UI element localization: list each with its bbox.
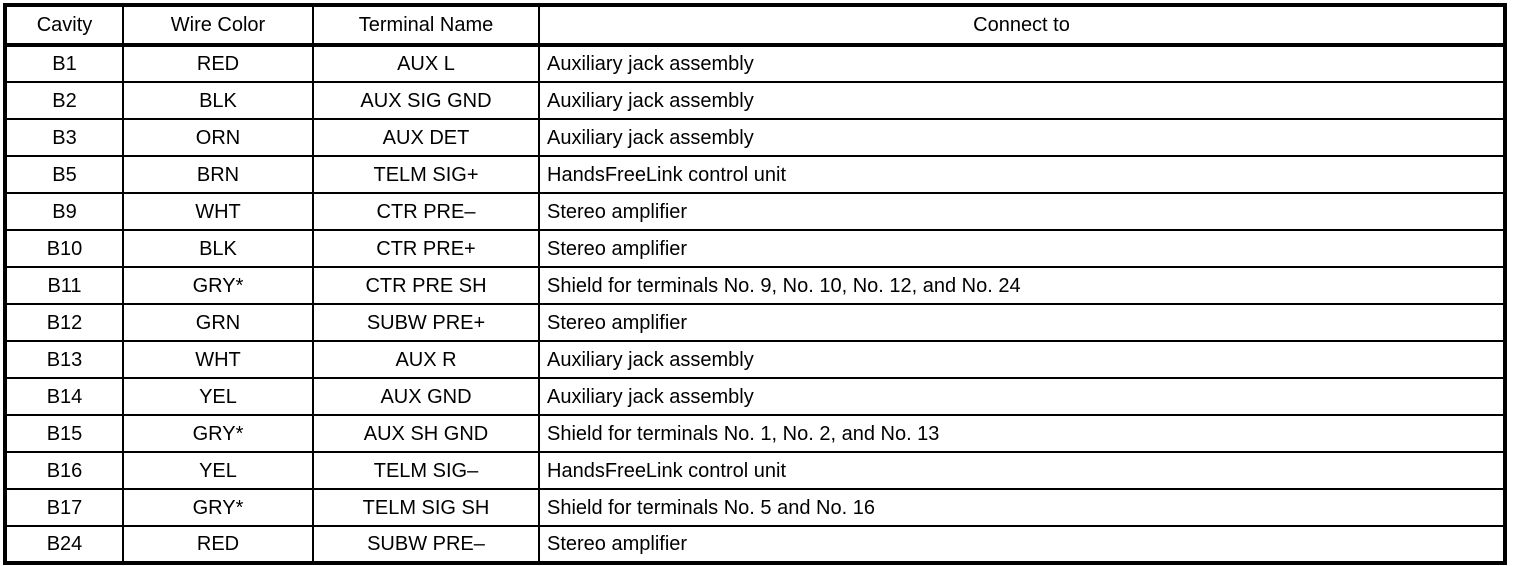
cell-wire-color: BRN (122, 155, 314, 194)
cell-connect-to: Auxiliary jack assembly (538, 377, 1506, 416)
cell-connect-to: Shield for terminals No. 5 and No. 16 (538, 488, 1506, 527)
cell-cavity: B3 (4, 118, 124, 157)
cell-connect-to: Auxiliary jack assembly (538, 44, 1506, 83)
cell-cavity: B15 (4, 414, 124, 453)
table-header: Cavity Wire Color Terminal Name Connect … (4, 4, 1506, 47)
cell-terminal-name: CTR PRE+ (312, 229, 540, 268)
cell-connect-to: HandsFreeLink control unit (538, 451, 1506, 490)
cell-connect-to: Stereo amplifier (538, 303, 1506, 342)
cell-wire-color: GRY* (122, 414, 314, 453)
column-header-terminal-name: Terminal Name (312, 4, 540, 47)
cell-connect-to: Auxiliary jack assembly (538, 81, 1506, 120)
cell-connect-to: Shield for terminals No. 9, No. 10, No. … (538, 266, 1506, 305)
cell-terminal-name: TELM SIG+ (312, 155, 540, 194)
cell-terminal-name: AUX R (312, 340, 540, 379)
cell-cavity: B17 (4, 488, 124, 527)
cell-terminal-name: AUX SIG GND (312, 81, 540, 120)
cell-cavity: B1 (4, 44, 124, 83)
cell-terminal-name: SUBW PRE– (312, 525, 540, 564)
cell-wire-color: ORN (122, 118, 314, 157)
cell-cavity: B12 (4, 303, 124, 342)
cell-wire-color: YEL (122, 377, 314, 416)
cell-terminal-name: TELM SIG– (312, 451, 540, 490)
cell-terminal-name: AUX SH GND (312, 414, 540, 453)
column-header-cavity: Cavity (4, 4, 124, 47)
cell-wire-color: GRY* (122, 266, 314, 305)
cell-terminal-name: AUX GND (312, 377, 540, 416)
cell-cavity: B2 (4, 81, 124, 120)
cell-wire-color: RED (122, 44, 314, 83)
cell-wire-color: WHT (122, 192, 314, 231)
cell-wire-color: GRN (122, 303, 314, 342)
cell-wire-color: YEL (122, 451, 314, 490)
cell-cavity: B9 (4, 192, 124, 231)
cell-terminal-name: AUX DET (312, 118, 540, 157)
cell-connect-to: Auxiliary jack assembly (538, 118, 1506, 157)
cell-connect-to: Auxiliary jack assembly (538, 340, 1506, 379)
cell-terminal-name: SUBW PRE+ (312, 303, 540, 342)
cell-connect-to: Stereo amplifier (538, 525, 1506, 564)
cell-wire-color: RED (122, 525, 314, 564)
cell-terminal-name: TELM SIG SH (312, 488, 540, 527)
cell-connect-to: Stereo amplifier (538, 192, 1506, 231)
cell-connect-to: HandsFreeLink control unit (538, 155, 1506, 194)
cell-cavity: B13 (4, 340, 124, 379)
cell-cavity: B16 (4, 451, 124, 490)
cell-cavity: B11 (4, 266, 124, 305)
cell-connect-to: Shield for terminals No. 1, No. 2, and N… (538, 414, 1506, 453)
cell-wire-color: WHT (122, 340, 314, 379)
cell-cavity: B14 (4, 377, 124, 416)
cell-wire-color: GRY* (122, 488, 314, 527)
table-header-row: Cavity Wire Color Terminal Name Connect … (4, 4, 1506, 47)
cell-wire-color: BLK (122, 81, 314, 120)
cell-wire-color: BLK (122, 229, 314, 268)
cell-connect-to: Stereo amplifier (538, 229, 1506, 268)
cell-cavity: B10 (4, 229, 124, 268)
column-header-connect-to: Connect to (538, 4, 1506, 47)
cell-cavity: B5 (4, 155, 124, 194)
column-header-wire-color: Wire Color (122, 4, 314, 47)
cell-terminal-name: AUX L (312, 44, 540, 83)
cell-terminal-name: CTR PRE SH (312, 266, 540, 305)
cell-cavity: B24 (4, 525, 124, 564)
cell-terminal-name: CTR PRE– (312, 192, 540, 231)
connector-wiring-table: Cavity Wire Color Terminal Name Connect … (3, 3, 1507, 565)
wiring-table-container: Cavity Wire Color Terminal Name Connect … (3, 3, 1507, 565)
